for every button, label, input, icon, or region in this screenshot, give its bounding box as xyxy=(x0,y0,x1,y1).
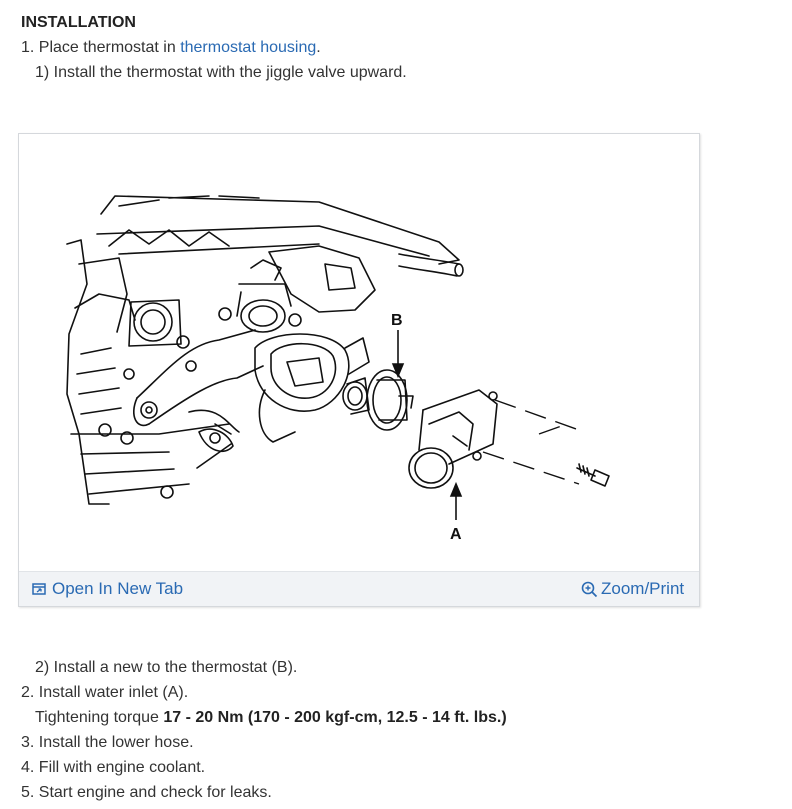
torque-spec: Tightening torque 17 - 20 Nm (170 - 200 … xyxy=(35,708,507,728)
step-1-substep-2: 2) Install a new to the thermostat (B). xyxy=(35,659,298,676)
open-tab-icon xyxy=(32,583,46,595)
label-b: B xyxy=(391,312,403,329)
label-a: A xyxy=(450,526,462,543)
step-1-substep-1: 1) Install the thermostat with the jiggl… xyxy=(35,64,407,81)
step-1-suffix: . xyxy=(316,39,321,56)
section-heading: INSTALLATION xyxy=(21,14,136,31)
step-1-text: 1. Place thermostat in xyxy=(21,39,181,56)
step-2: 2. Install water inlet (A). xyxy=(21,684,189,701)
step-5: 5. Start engine and check for leaks. xyxy=(21,784,272,801)
thermostat-housing-link[interactable]: thermostat housing xyxy=(180,39,317,56)
torque-label: Tightening torque xyxy=(35,709,164,726)
zoom-print-button[interactable]: Zoom/Print xyxy=(581,578,684,600)
step-3: 3. Install the lower hose. xyxy=(21,734,194,751)
step-4: 4. Fill with engine coolant. xyxy=(21,759,206,776)
step-1: 1. Place thermostat in thermostat housin… xyxy=(21,38,321,58)
zoom-print-label: Zoom/Print xyxy=(601,579,685,598)
torque-value: 17 - 20 Nm (170 - 200 kgf-cm, 12.5 - 14 … xyxy=(163,709,507,726)
open-new-tab-label: Open In New Tab xyxy=(52,579,184,598)
zoom-icon xyxy=(581,581,598,597)
thermostat-diagram: B A xyxy=(66,195,610,543)
figure-toolbar: Open In New Tab Zoom/Print xyxy=(19,571,699,606)
figure-panel: B A Open In New Tab Zoom/Print xyxy=(18,133,700,607)
open-new-tab-button[interactable]: Open In New Tab xyxy=(32,578,183,600)
